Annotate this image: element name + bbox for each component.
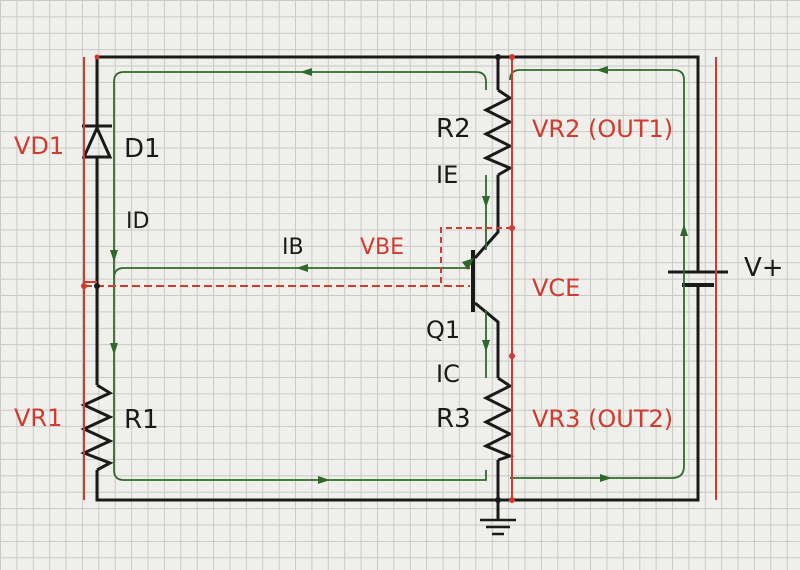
arrow-emitter (462, 258, 474, 270)
label-q1: Q1 (426, 316, 460, 344)
current-arrows (110, 66, 688, 484)
resistor-r1-symbol (80, 383, 114, 472)
voltage-markers (83, 57, 717, 500)
arrow-bottom-right (600, 474, 612, 482)
arrow-bottom-loop (318, 476, 330, 484)
arrow-battery-up (680, 224, 688, 236)
arrow-ib (296, 264, 308, 272)
label-vce: VCE (532, 274, 580, 302)
arrow-top-left (300, 68, 312, 76)
wiring (95, 55, 700, 520)
label-vr3: VR3 (OUT2) (532, 405, 673, 433)
label-ib: IB (282, 235, 304, 260)
battery-symbol (668, 270, 728, 287)
label-ie: IE (436, 161, 458, 189)
label-vd1: VD1 (14, 132, 64, 160)
label-vbe: VBE (360, 235, 404, 260)
arrow-id (110, 250, 118, 262)
diode-d1-symbol (81, 124, 113, 160)
label-vr2: VR2 (OUT1) (532, 115, 673, 143)
label-d1: D1 (124, 134, 161, 164)
ground-symbol (480, 518, 516, 536)
label-vr1: VR1 (14, 404, 62, 432)
arrow-r1 (110, 343, 118, 355)
arrow-top-right (596, 66, 608, 74)
label-id: ID (126, 209, 149, 234)
label-vplus: V+ (744, 253, 784, 283)
resistor-r3-symbol (482, 376, 515, 462)
label-r3: R3 (436, 404, 471, 434)
resistor-r2-symbol (482, 88, 514, 177)
arrow-ic (482, 340, 490, 352)
label-r2: R2 (436, 114, 471, 144)
arrow-ie (482, 196, 490, 208)
label-ic: IC (436, 360, 460, 388)
label-r1: R1 (124, 405, 159, 435)
junction-dots (81, 54, 515, 503)
